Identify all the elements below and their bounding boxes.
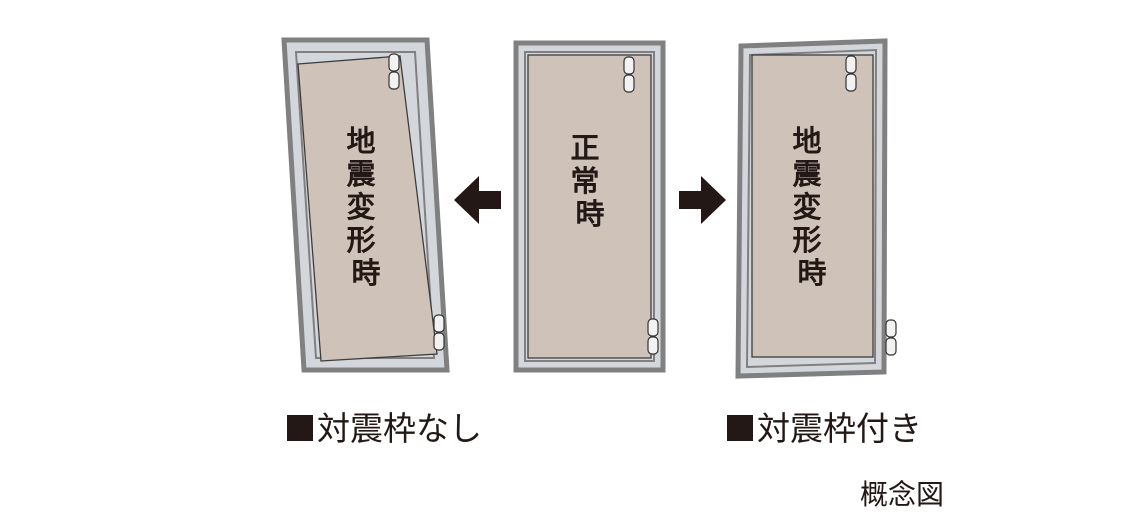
char: 時: [797, 256, 826, 290]
char: 常: [570, 164, 599, 198]
panel-label-left: 地 震 変 形 時: [346, 124, 385, 290]
caption-with-seismic-frame: 対震枠付き: [727, 412, 922, 445]
char: 正: [570, 131, 599, 165]
square-bullet-icon: [727, 415, 753, 441]
char: 地: [792, 124, 821, 158]
hinge-icon: [845, 55, 857, 92]
hinge-icon: [647, 318, 659, 355]
panel-label-center: 正 常 時: [570, 131, 609, 231]
char: 変: [346, 190, 375, 224]
door-deformed-with-seismic-frame: 地 震 変 形 時: [735, 38, 897, 379]
char: 形: [346, 223, 375, 257]
door-panel: [751, 54, 874, 358]
door-panel: [297, 55, 438, 362]
char: 時: [351, 256, 380, 290]
door-deformed-without-seismic-frame: 地 震 変 形 時: [281, 37, 450, 373]
hinge-icon: [885, 319, 897, 356]
square-bullet-icon: [287, 415, 313, 441]
arrow-left-icon: [454, 176, 501, 224]
caption-without-seismic-frame: 対震枠なし: [287, 412, 482, 445]
char: 時: [575, 197, 604, 231]
arrow-right-icon: [679, 176, 726, 224]
hinge-icon: [388, 53, 400, 90]
char: 形: [792, 223, 821, 257]
hinge-icon: [623, 56, 635, 93]
caption-text: 対震枠なし: [317, 409, 482, 448]
door-normal: 正 常 時: [513, 40, 666, 373]
panel-label-right: 地 震 変 形 時: [792, 124, 831, 290]
hinge-icon: [433, 314, 445, 351]
concept-diagram-label: 概念図: [860, 478, 945, 511]
door-panel: [527, 54, 652, 359]
caption-text: 対震枠付き: [757, 409, 922, 448]
char: 震: [346, 157, 376, 191]
char: 震: [792, 157, 822, 191]
char: 変: [792, 190, 821, 224]
char: 地: [346, 124, 375, 158]
